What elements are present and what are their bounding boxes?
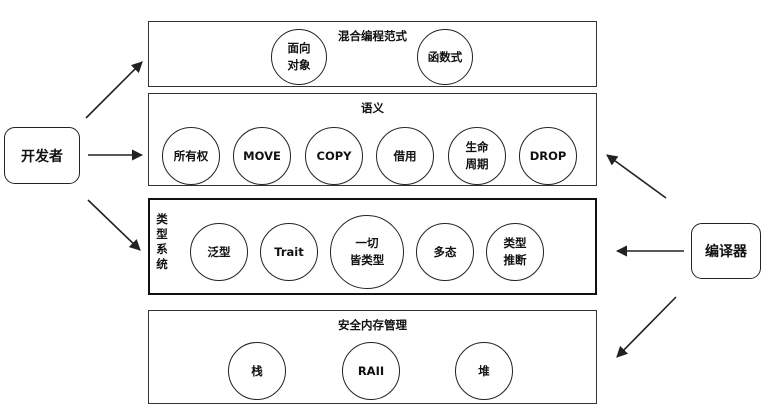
node-trait: Trait [260, 223, 318, 281]
node-raii: RAII [342, 342, 400, 400]
node-polymorphism: 多态 [416, 223, 474, 281]
node-object-oriented: 面向 对象 [271, 29, 327, 85]
node-generics: 泛型 [190, 223, 248, 281]
arrow-compiler-to-memory [616, 296, 677, 358]
compiler-box: 编译器 [691, 223, 761, 279]
semantics-panel: 语义 所有权 MOVE COPY 借用 生命 周期 DROP [148, 93, 597, 186]
node-type-inference: 类型 推断 [486, 223, 544, 281]
paradigm-panel: 混合编程范式 面向 对象 函数式 [148, 21, 597, 87]
arrow-developer-to-type-system [87, 199, 141, 251]
memory-panel: 安全内存管理 栈 RAII 堆 [148, 310, 597, 404]
type-system-panel: 类型系统 泛型 Trait 一切 皆类型 多态 类型 推断 [148, 198, 597, 295]
node-move: MOVE [233, 127, 291, 185]
arrow-developer-to-paradigm [85, 61, 143, 119]
node-copy: COPY [305, 127, 363, 185]
node-heap: 堆 [455, 342, 513, 400]
paradigm-title: 混合编程范式 [338, 29, 407, 43]
semantics-title: 语义 [361, 101, 384, 115]
developer-box: 开发者 [4, 127, 80, 184]
memory-title: 安全内存管理 [338, 318, 407, 332]
node-stack: 栈 [228, 342, 286, 400]
node-functional: 函数式 [417, 29, 473, 85]
node-borrow: 借用 [376, 127, 434, 185]
arrow-compiler-to-semantics [606, 154, 667, 199]
node-lifetime: 生命 周期 [448, 127, 506, 185]
node-drop: DROP [519, 127, 577, 185]
node-ownership: 所有权 [162, 127, 220, 185]
node-everything-is-type: 一切 皆类型 [330, 215, 404, 289]
type-system-title: 类型系统 [156, 212, 168, 271]
